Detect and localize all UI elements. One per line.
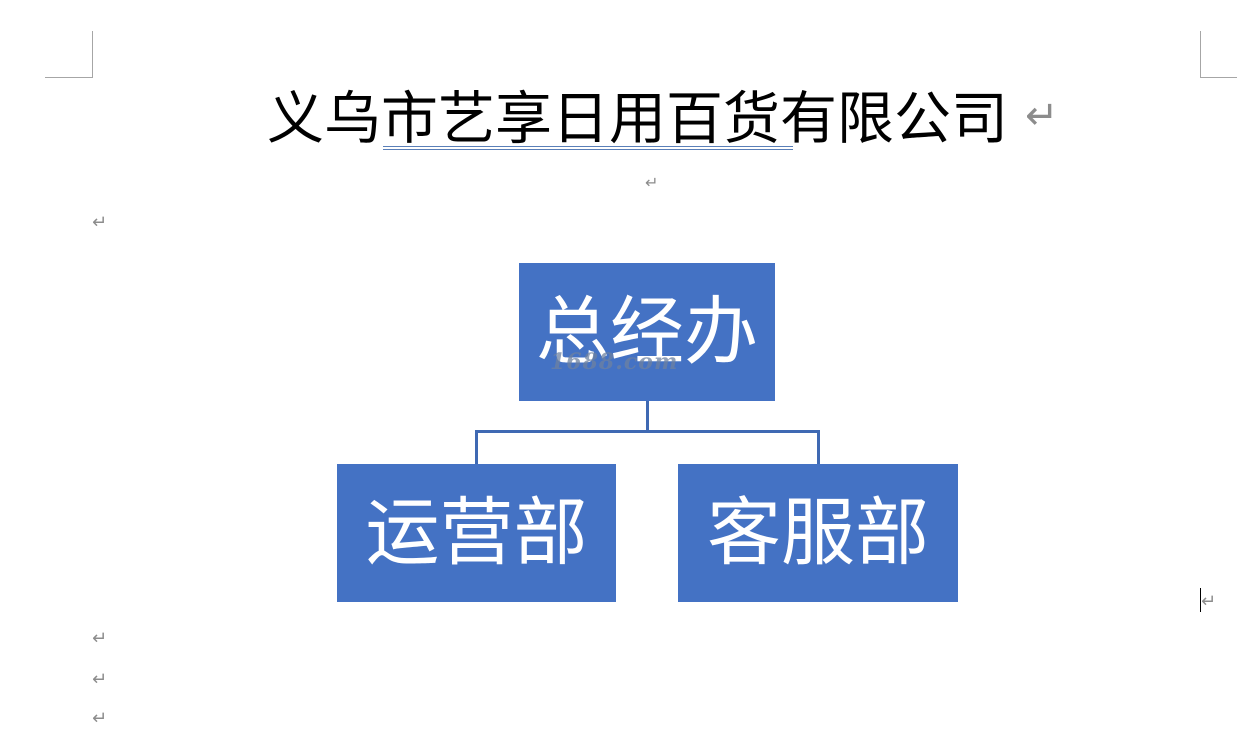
org-chart-box-operations[interactable]: 运营部 bbox=[337, 464, 616, 602]
paragraph-mark-icon: ↵ bbox=[92, 212, 108, 233]
org-chart-box-general-office[interactable]: 总经办 bbox=[519, 263, 775, 401]
spellcheck-underline bbox=[383, 146, 793, 150]
watermark: 1688.com bbox=[550, 349, 679, 375]
text-cursor bbox=[1200, 588, 1201, 612]
document-title[interactable]: 义乌市艺享日用百货有限公司 bbox=[267, 86, 1008, 152]
paragraph-mark-icon: ↵ bbox=[92, 669, 108, 690]
org-chart-connector bbox=[646, 401, 649, 432]
org-chart-connector bbox=[475, 430, 478, 464]
page-corner-mark-top-right bbox=[1200, 77, 1237, 78]
org-chart-connector bbox=[475, 430, 820, 433]
page-corner-mark-top-right-vertical bbox=[1200, 31, 1201, 78]
org-chart-connector bbox=[817, 430, 820, 464]
paragraph-mark-icon: ↵ bbox=[1025, 93, 1059, 139]
paragraph-mark-icon: ↵ bbox=[92, 708, 108, 729]
page-corner-mark-top-left-vertical bbox=[92, 31, 93, 78]
paragraph-mark-icon: ↵ bbox=[1201, 591, 1217, 612]
paragraph-mark-icon: ↵ bbox=[92, 628, 108, 649]
paragraph-mark-icon: ↵ bbox=[645, 173, 659, 192]
page-corner-mark-top-left bbox=[45, 77, 93, 78]
org-chart-box-customer-service[interactable]: 客服部 bbox=[678, 464, 958, 602]
